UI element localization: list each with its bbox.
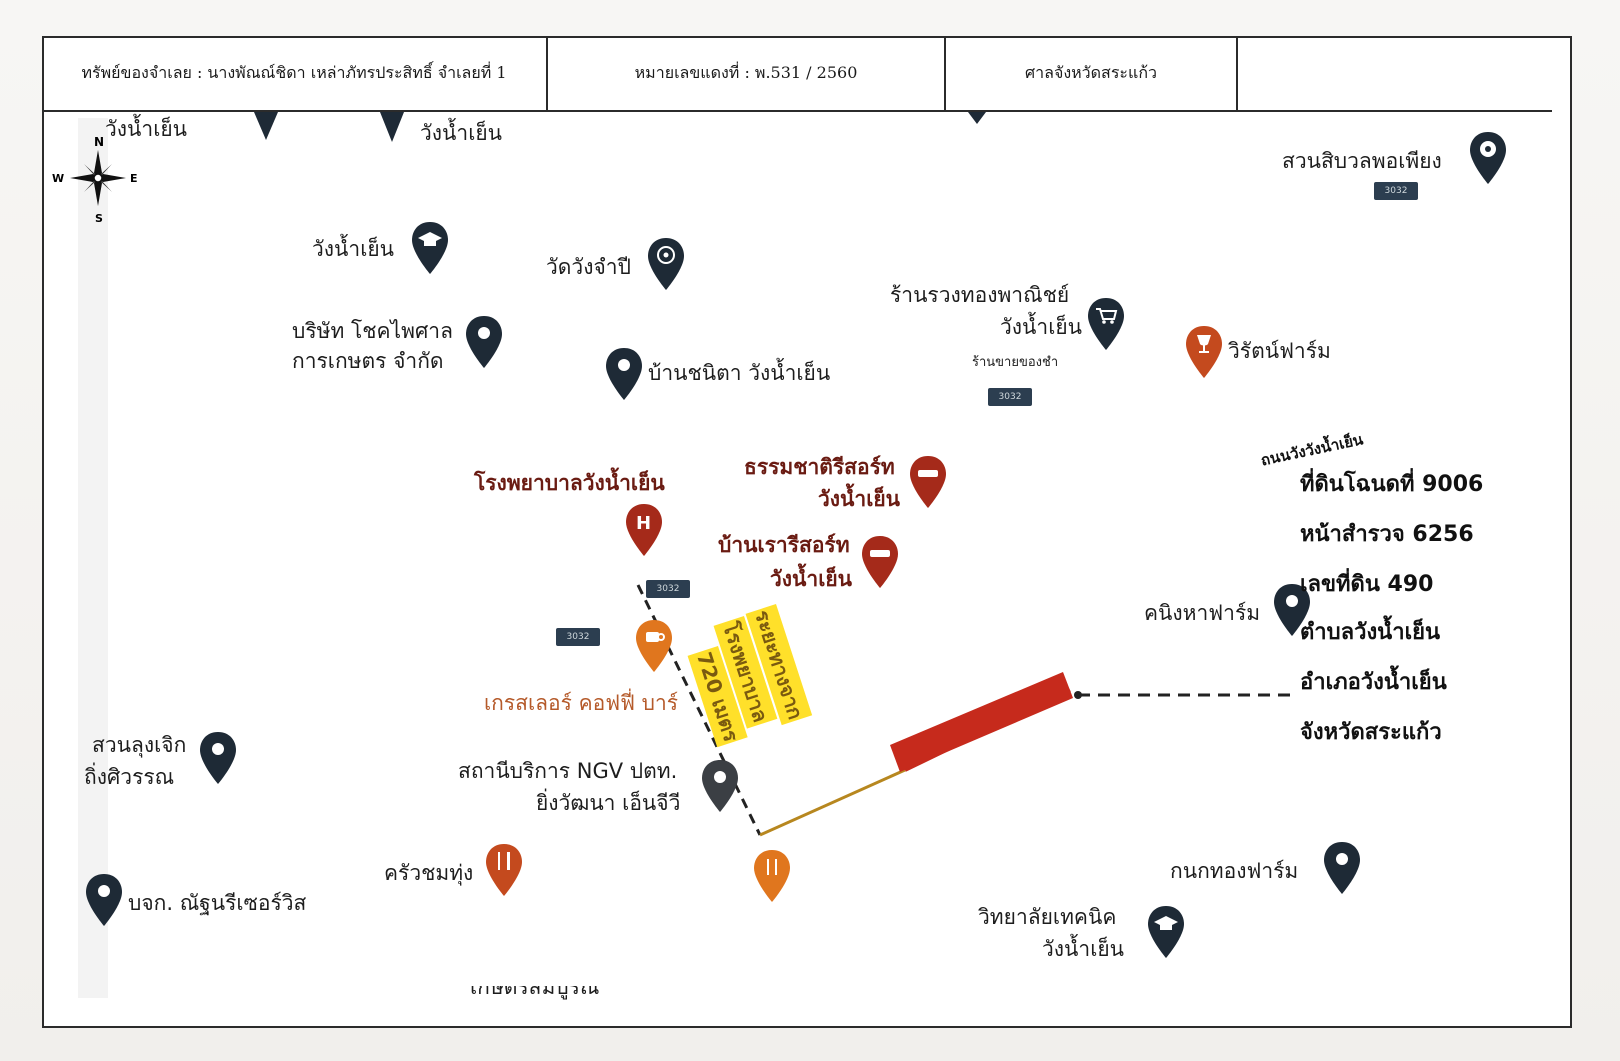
graduation-cap-icon[interactable] — [1146, 904, 1186, 960]
map-pin-icon[interactable] — [252, 112, 280, 142]
hospital-icon[interactable]: H — [624, 502, 664, 558]
map-edge-shade — [78, 118, 108, 998]
svg-text:H: H — [636, 513, 651, 534]
title-block: ทรัพย์ของจำเลย : นางพัณณ์ชิดา เหล่าภัทรป… — [42, 36, 1552, 112]
label-wang-nam-yen-top: วังน้ำเย็น — [420, 121, 503, 145]
label-ngv-2: ยิ่งวัฒนา เอ็นจีวี — [536, 791, 681, 815]
label-college-1: วิทยาลัยเทคนิค — [978, 905, 1117, 929]
map-pin-icon[interactable] — [198, 730, 238, 786]
land-parcel — [890, 672, 1073, 772]
dashed-route-hospital — [636, 584, 762, 836]
label-resort2-2: วังน้ำเย็น — [770, 567, 853, 591]
label-bottom-partial: เกษตรสมบูรณ์ — [470, 986, 600, 999]
compass-s: S — [95, 212, 103, 225]
label-kitchen: ครัวชมทุ่ง — [384, 861, 474, 885]
map-pin-icon[interactable] — [1322, 840, 1362, 896]
label-kanok-farm: กนกทองฟาร์ม — [1170, 859, 1299, 883]
map-pin-icon[interactable] — [968, 112, 986, 126]
graduation-cap-icon[interactable] — [410, 220, 450, 276]
label-resort1-1: ธรรมชาติรีสอร์ท — [744, 455, 895, 479]
owner-cell: ทรัพย์ของจำเลย : นางพัณณ์ชิดา เหล่าภัทรป… — [42, 36, 548, 110]
wine-glass-icon[interactable] — [1184, 324, 1224, 380]
coffee-cup-icon[interactable] — [634, 618, 674, 674]
label-ban-chanita: บ้านชนิตา วังน้ำเย็น — [648, 361, 831, 385]
label-cafe: เกรสเลอร์ คอฟฟี่ บาร์ — [484, 691, 679, 715]
label-company-2: การเกษตร จำกัด — [292, 349, 444, 373]
parcel-subdistrict: ตำบลวังน้ำเย็น — [1300, 620, 1441, 645]
map-pin-icon[interactable] — [378, 112, 406, 144]
label-top-left-partial: วังน้ำเย็น — [105, 117, 188, 141]
bed-icon[interactable] — [860, 534, 900, 590]
road-tag: 3032 — [1374, 182, 1418, 200]
label-shop-1: ร้านรวงทองพาณิชย์ — [890, 283, 1070, 307]
label-shop-small: ร้านขายของชำ — [972, 355, 1059, 370]
fork-knife-icon[interactable] — [752, 848, 792, 904]
parcel-deed: ที่ดินโฉนดที่ 9006 — [1300, 472, 1484, 497]
label-garden-1: สวนลุงเจิก — [92, 733, 187, 757]
leader-dot — [1074, 691, 1082, 699]
label-resort2-1: บ้านเรารีสอร์ท — [718, 533, 850, 557]
label-college-2: วังน้ำเย็น — [1042, 937, 1125, 961]
label-wat: วัดวังจำปี — [546, 255, 631, 279]
parcel-survey: หน้าสำรวจ 6256 — [1300, 522, 1474, 547]
road-tag: 3032 — [988, 388, 1032, 406]
road-tag: 3032 — [556, 628, 600, 646]
fork-knife-icon[interactable] — [484, 842, 524, 898]
compass-e: E — [130, 172, 138, 185]
map-pin-icon[interactable] — [464, 314, 504, 370]
label-wirat-farm: วิรัตน์ฟาร์ม — [1228, 339, 1331, 363]
fuel-icon[interactable] — [700, 758, 740, 814]
parcel-province: จังหวัดสระแก้ว — [1300, 720, 1442, 745]
flower-icon[interactable] — [1468, 130, 1508, 186]
dharma-wheel-icon[interactable] — [646, 236, 686, 292]
map-pin-icon[interactable] — [84, 872, 124, 928]
court-cell: ศาลจังหวัดสระแก้ว — [946, 36, 1238, 110]
label-ngv-1: สถานีบริการ NGV ปตท. — [458, 759, 678, 783]
case-number-cell: หมายเลขแดงที่ : พ.531 / 2560 — [548, 36, 946, 110]
bed-icon[interactable] — [908, 454, 948, 510]
compass-w: W — [52, 172, 64, 185]
label-sueng-suan: สวนสิบวลพอเพียง — [1282, 149, 1442, 173]
map-pin-icon[interactable] — [1272, 582, 1312, 638]
label-hospital: โรงพยาบาลวังน้ำเย็น — [474, 471, 665, 495]
label-shop-2: วังน้ำเย็น — [1000, 315, 1083, 339]
label-company-1: บริษัท โชคไพศาล — [292, 319, 453, 343]
label-resort1-2: วังน้ำเย็น — [818, 487, 901, 511]
road-tag: 3032 — [646, 580, 690, 598]
label-corp: บจก. ณัฐนรีเซอร์วิส — [128, 891, 307, 915]
label-kaning-farm: คนิงหาฟาร์ม — [1144, 601, 1261, 625]
parcel-district: อำเภอวังน้ำเย็น — [1300, 670, 1447, 695]
compass-n: N — [94, 135, 104, 149]
compass-rose-icon: N S E W — [52, 135, 138, 225]
map-pin-icon[interactable] — [604, 346, 644, 402]
parcel-land-no: เลขที่ดิน 490 — [1300, 572, 1434, 597]
road-segment — [759, 768, 906, 837]
label-garden-2: ถิ่งศิวรรณ — [84, 765, 175, 789]
map-canvas — [78, 118, 1548, 1003]
label-school-wang: วังน้ำเย็น — [312, 237, 395, 261]
bottom-partial-wrap: เกษตรสมบูรณ์ — [470, 986, 599, 1000]
shopping-cart-icon[interactable] — [1086, 296, 1126, 352]
